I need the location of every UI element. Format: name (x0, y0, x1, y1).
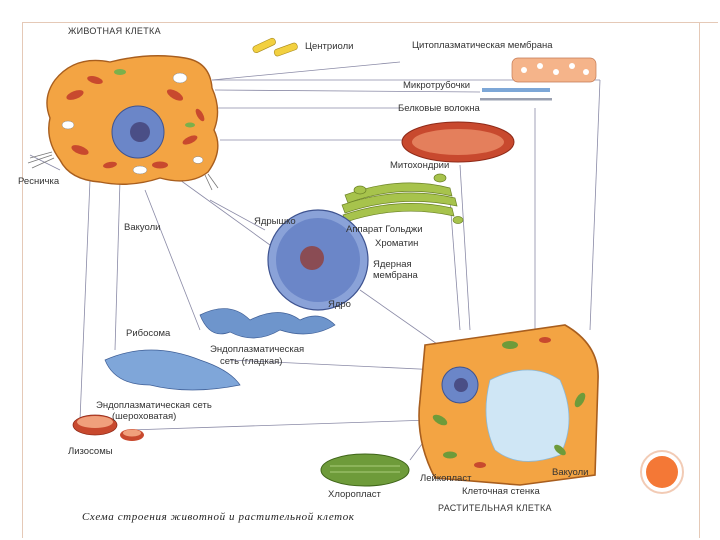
label-ribosome: Рибосома (126, 328, 171, 339)
label-lysosomes: Лизосомы (68, 446, 113, 457)
label-rough-er-2: (шероховатая) (112, 411, 177, 422)
animal-cell-title: ЖИВОТНАЯ КЛЕТКА (68, 26, 161, 36)
label-vacuoles-left: Вакуоли (124, 222, 161, 233)
label-nuclear-membrane-1: Ядерная (373, 259, 412, 270)
label-smooth-er-2: сеть (гладкая) (220, 356, 283, 367)
label-mitochondria: Митохондрии (390, 160, 450, 171)
label-cilium: Ресничка (18, 176, 60, 187)
label-vacuole-right: Вакуоли (552, 467, 589, 478)
lysosomes-art (72, 414, 144, 441)
label-leucoplast: Лейкопласт (420, 473, 472, 484)
label-centrioles: Центриоли (305, 41, 354, 52)
label-smooth-er-1: Эндоплазматическая (210, 344, 305, 355)
label-protein-fibers: Белковые волокна (398, 103, 480, 114)
decorative-orange-circle (640, 450, 684, 494)
label-cytoplasmic-membrane: Цитоплазматическая мембрана (412, 40, 553, 51)
label-cell-wall: Клеточная стенка (462, 486, 540, 497)
slide-frame (22, 22, 718, 538)
golgi-art (341, 173, 464, 224)
diagram-caption: Схема строения животной и растительной к… (82, 511, 355, 523)
label-nucleolus: Ядрышко (254, 216, 296, 227)
leader-lines (29, 61, 601, 476)
nucleus-art (267, 209, 369, 311)
smooth-er-art (199, 308, 336, 339)
label-microtubules: Микротрубочки (403, 80, 471, 91)
label-nucleus: Ядро (328, 299, 351, 310)
plant-cell (418, 324, 599, 486)
label-rough-er-1: Эндоплазматическая сеть (96, 400, 212, 411)
membrane-art (511, 57, 597, 83)
microtubules-art (480, 88, 552, 101)
label-nuclear-membrane-2: мембрана (373, 270, 418, 281)
slide-frame-right-edge (699, 22, 700, 538)
label-chloroplast: Хлоропласт (328, 489, 381, 500)
animal-cell (27, 55, 219, 191)
chloroplast-art (320, 453, 410, 487)
plant-cell-title: РАСТИТЕЛЬНАЯ КЛЕТКА (438, 503, 552, 513)
centrioles-art (252, 37, 298, 57)
label-chromatin: Хроматин (375, 238, 419, 249)
label-golgi: Аппарат Гольджи (346, 224, 423, 235)
mitochondrion-art (401, 121, 515, 163)
rough-er-art (104, 349, 241, 391)
